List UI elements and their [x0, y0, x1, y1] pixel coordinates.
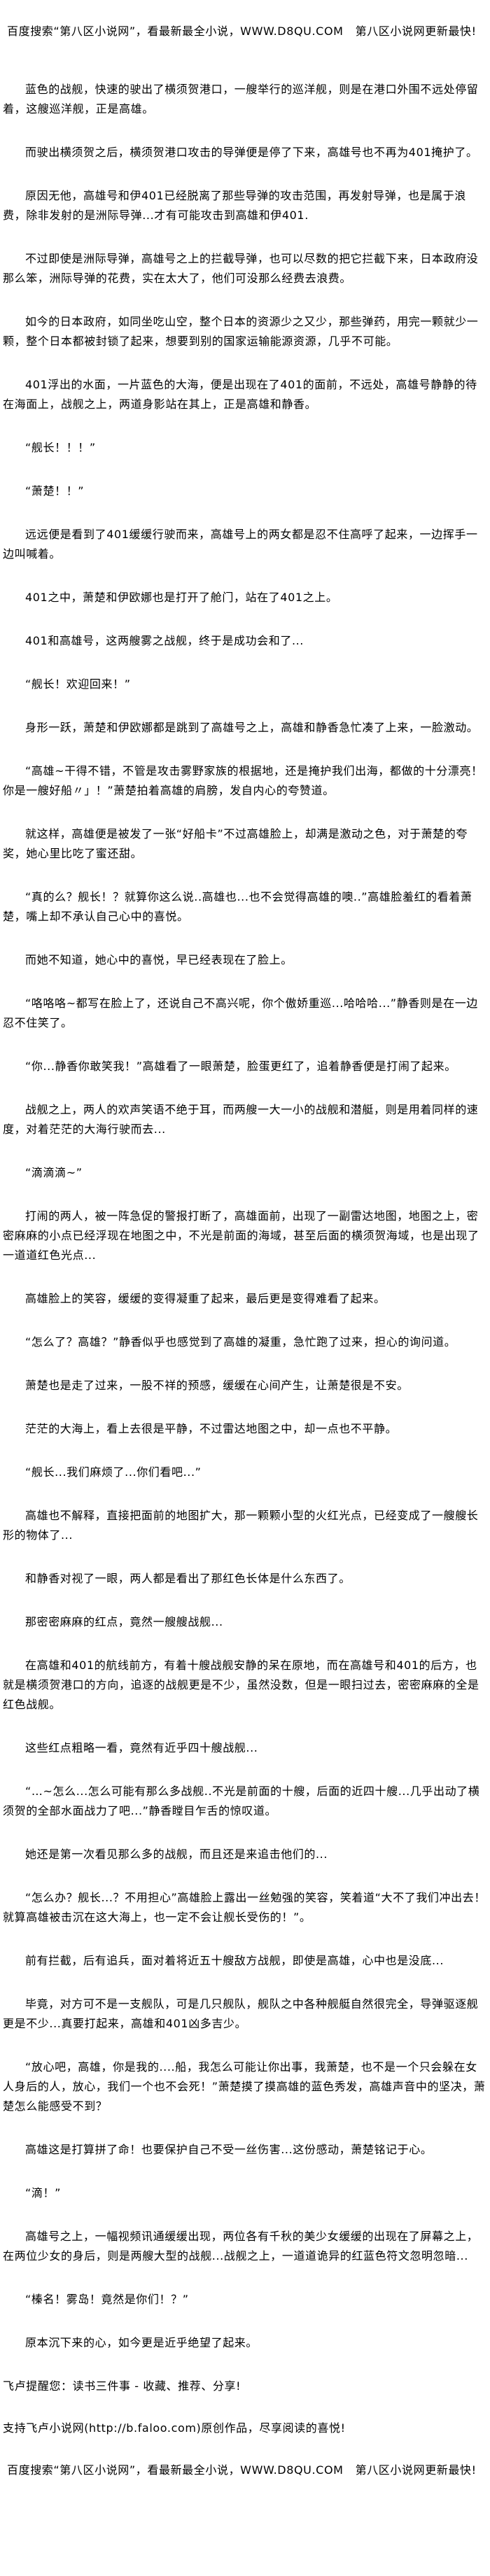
story-paragraph: 和静香对视了一眼，两人都是看出了那红色长体是什么东西了。 — [25, 1572, 351, 1585]
story-paragraph: 401之中，萧楚和伊欧娜也是打开了舱门，站在了401之上。 — [25, 591, 338, 604]
story-paragraph: “…~怎么...怎么可能有那么多战舰..不光是前面的十艘，后面的近四十艘...几… — [3, 1785, 480, 1817]
story-paragraph: “高雄~干得不错，不管是攻击雾野家族的根据地，还是掩护我们出海，都做的十分漂亮！… — [3, 764, 483, 797]
story-paragraph: 如今的日本政府，如同坐吃山空，整个日本的资源少之又少，那些弹药，用完一颗就少一颗… — [3, 315, 479, 348]
story-paragraph: 而驶出横须贺之后，横须贺港口攻击的导弹便是停了下来，高雄号也不再为401掩护了。 — [25, 146, 478, 159]
story-paragraph: “怎么了？高雄？”静香似乎也感觉到了高雄的凝重，急忙跑了过来，担心的询问道。 — [25, 1335, 456, 1349]
story-paragraph: “滴！” — [25, 2186, 61, 2200]
story-paragraph: “咯咯咯~都写在脸上了，还说自己不高兴呢，你个傲娇重巡...哈哈哈...”静香则… — [3, 997, 478, 1029]
story-paragraph: “舰长！欢迎回来！” — [25, 677, 131, 691]
story-paragraph: 前有拦截，后有追兵，面对着将近五十艘敌方战舰，即使是高雄，心中也是没底... — [25, 1954, 444, 1967]
story-paragraph: 401浮出的水面，一片蓝色的大海，便是出现在了401的面前，不远处，高雄号静静的… — [3, 378, 477, 411]
faloo-support-notice: 支持飞卢小说网(http://b.faloo.com)原创作品，尽享阅读的喜悦! — [3, 2421, 346, 2435]
story-paragraph: 高雄脸上的笑容，缓缓的变得凝重了起来，最后更是变得难看了起来。 — [25, 1292, 386, 1305]
story-paragraph: 打闹的两人，被一阵急促的警报打断了，高雄面前，出现了一副雷达地图，地图之上，密密… — [3, 1209, 479, 1262]
story-paragraph: “真的么？舰长！？就算你这么说..高雄也...也不会觉得高雄的噢..”高雄脸羞红… — [3, 890, 472, 923]
story-paragraph: 她还是第一次看见那么多的战舰，而且还是来追击他们的... — [25, 1847, 328, 1861]
story-paragraph: 这些红点粗略一看，竟然有近乎四十艘战舰... — [25, 1741, 258, 1754]
story-paragraph: “舰长...我们麻烦了...你们看吧...” — [25, 1465, 202, 1479]
story-paragraph: 而她不知道，她心中的喜悦，早已经表现在了脸上。 — [25, 953, 293, 966]
site-banner-top: 百度搜索“第八区小说网”，看最新最全小说，WWW.D8QU.COM 第八区小说网… — [7, 24, 477, 38]
story-paragraph: 原本沉下来的心，如今更是近乎绝望了起来。 — [25, 2336, 258, 2349]
story-paragraph: 就这样，高雄便是被发了一张“好船卡”不过高雄脸上，却满是激动之色，对于萧楚的夸奖… — [3, 827, 468, 860]
story-paragraph: “榛名！雾岛！竟然是你们！？” — [25, 2293, 189, 2306]
story-paragraph: 身形一跃，萧楚和伊欧娜都是跳到了高雄号之上，高雄和静香急忙凑了上来，一脸激动。 — [25, 721, 479, 734]
faloo-reminder: 飞卢提醒您：读书三件事 - 收藏、推荐、分享! — [3, 2379, 241, 2393]
story-paragraph: 茫茫的大海上，看上去很是平静，不过雷达地图之中，却一点也不平静。 — [25, 1422, 398, 1435]
story-paragraph: 高雄也不解释，直接把面前的地图扩大，那一颗颗小型的火红光点，已经变成了一艘艘长形… — [3, 1509, 479, 1542]
story-paragraph: “怎么办？舰长...？不用担心”高雄脸上露出一丝勉强的笑容，笑着道“大不了我们冲… — [3, 1891, 486, 1924]
story-paragraph: 高雄这是打算拼了命！也要保护自己不受一丝伤害...这份感动，萧楚铭记于心。 — [25, 2143, 433, 2156]
story-paragraph: 在高雄和401的航线前方，有着十艘战舰安静的呆在原地，而在高雄号和401的后方，… — [3, 1659, 479, 1711]
story-paragraph: 原因无他，高雄号和伊401已经脱离了那些导弹的攻击范围，再发射导弹，也是属于浪费… — [3, 189, 466, 222]
story-paragraph: “萧楚！！” — [25, 484, 85, 498]
story-paragraph: “放心吧，高雄，你是我的....船，我怎么可能让你出事，我萧楚，也不是一个只会躲… — [3, 2060, 486, 2113]
story-paragraph: 401和高雄号，这两艘雾之战舰，终于是成功会和了... — [25, 634, 304, 647]
story-paragraph: “舰长！！！” — [25, 441, 96, 454]
story-paragraph: 战舰之上，两人的欢声笑语不绝于耳，而两艘一大一小的战舰和潜艇，则是用着同样的速度… — [3, 1103, 479, 1136]
story-paragraph: 高雄号之上，一幅视频讯通缓缓出现，两位各有千秋的美少女缓缓的出现在了屏幕之上，在… — [3, 2230, 479, 2262]
story-paragraph: 远远便是看到了401缓缓行驶而来，高雄号上的两女都是忍不住高呼了起来，一边挥手一… — [3, 528, 478, 561]
story-paragraph: 萧楚也是走了过来，一股不祥的预感，缓缓在心间产生，让萧楚很是不安。 — [25, 1379, 409, 1392]
story-paragraph: 蓝色的战舰，快速的驶出了横须贺港口，一艘举行的巡洋舰，则是在港口外围不远处停留着… — [3, 83, 479, 115]
story-paragraph: “你...静香你敢笑我！”高雄看了一眼萧楚，脸蛋更红了，追着静香便是打闹了起来。 — [25, 1060, 456, 1073]
site-banner-bottom: 百度搜索“第八区小说网”，看最新最全小说，WWW.D8QU.COM 第八区小说网… — [7, 2463, 477, 2477]
story-paragraph: “滴滴滴~” — [25, 1166, 83, 1179]
story-paragraph: 毕竟，对方可不是一支舰队，可是几只舰队，舰队之中各种舰艇自然很完全，导弹驱逐舰更… — [3, 1997, 479, 2030]
chapter-content: 蓝色的战舰，快速的驶出了横须贺港口，一艘举行的巡洋舰，则是在港口外围不远处停留着… — [0, 80, 490, 2353]
story-paragraph: 那密密麻麻的红点，竟然一艘艘战舰... — [25, 1615, 223, 1628]
story-paragraph: 不过即使是洲际导弹，高雄号之上的拦截导弹，也可以尽数的把它拦截下来，日本政府没那… — [3, 252, 479, 285]
